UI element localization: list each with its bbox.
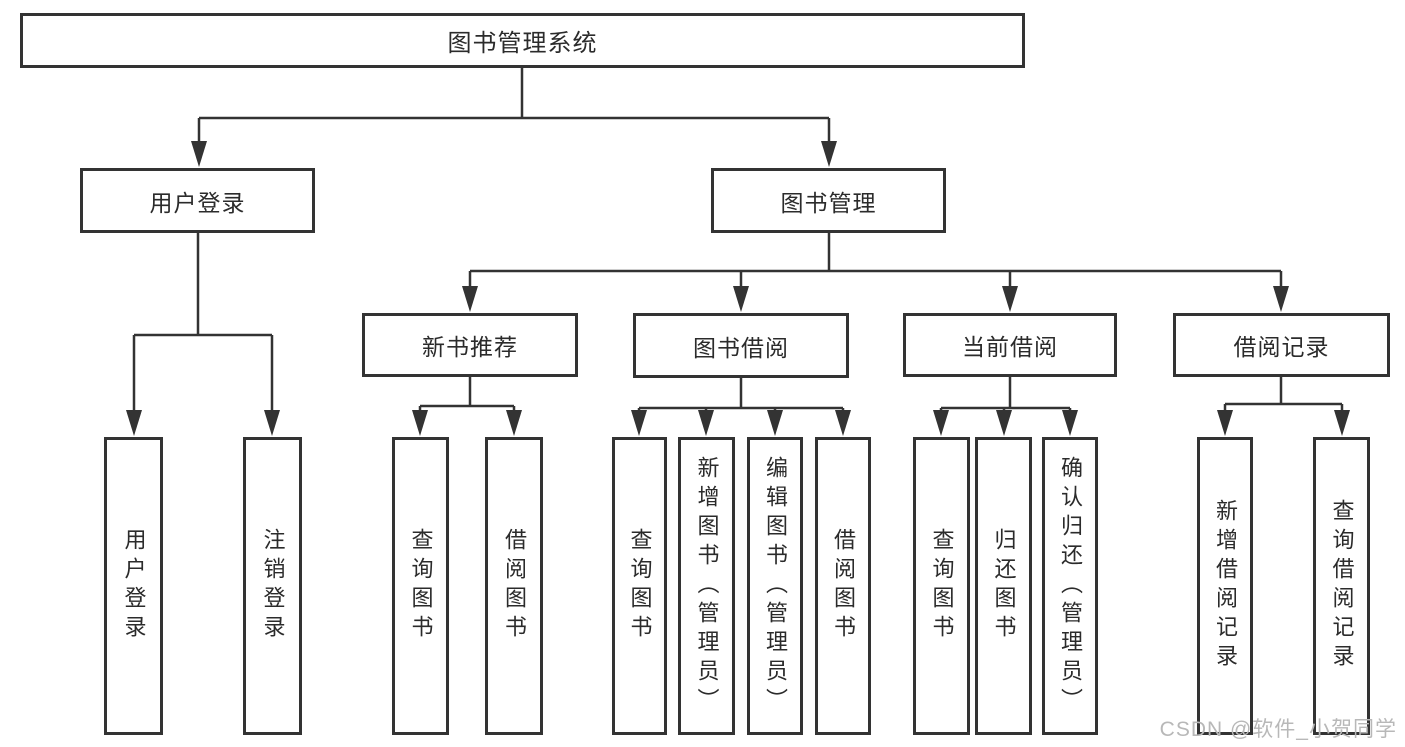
- leaf-current-confirm-return-admin: 确认归还（管理员）: [1042, 437, 1098, 735]
- leaf-borrow-edit-books-admin: 编辑图书（管理员）: [747, 437, 803, 735]
- leaf-logout: 注销登录: [243, 437, 302, 735]
- node-label: 借阅记录: [1233, 334, 1330, 360]
- leaf-borrow-add-books-admin: 新增图书（管理员）: [678, 437, 735, 735]
- node-label: 注销登录: [260, 528, 286, 644]
- leaf-recommend-query-books: 查询图书: [392, 437, 449, 735]
- node-label: 用户登录: [149, 189, 246, 216]
- node-label: 用户登录: [121, 528, 147, 644]
- node-label: 归还图书: [991, 528, 1017, 644]
- node-label: 当前借阅: [962, 334, 1058, 360]
- node-label: 查询图书: [408, 528, 434, 644]
- watermark: CSDN @软件_小贺同学: [1159, 718, 1397, 741]
- node-user-login: 用户登录: [80, 168, 315, 233]
- node-label: 查询图书: [929, 528, 955, 644]
- node-label: 确认归还（管理员）: [1058, 455, 1083, 717]
- leaf-borrow-query-books: 查询图书: [612, 437, 667, 735]
- node-label: 新书推荐: [422, 334, 518, 360]
- node-label: 查询图书: [627, 528, 653, 644]
- node-label: 查询借阅记录: [1329, 499, 1355, 673]
- leaf-records-query-record: 查询借阅记录: [1313, 437, 1370, 735]
- node-label: 借阅图书: [831, 528, 856, 644]
- node-label: 图书借阅: [693, 334, 789, 361]
- node-label: 图书管理系统: [447, 30, 598, 57]
- node-new-book-recommend: 新书推荐: [362, 313, 578, 377]
- leaf-current-query-books: 查询图书: [913, 437, 970, 735]
- leaf-recommend-borrow-books: 借阅图书: [485, 437, 543, 735]
- node-borrow-records: 借阅记录: [1173, 313, 1390, 377]
- node-book-management: 图书管理: [711, 168, 946, 233]
- leaf-user-login: 用户登录: [104, 437, 163, 735]
- arrowheads: [126, 141, 1350, 436]
- leaf-records-add-record: 新增借阅记录: [1197, 437, 1253, 735]
- leaf-borrow-borrow-books: 借阅图书: [815, 437, 871, 735]
- node-label: 借阅图书: [502, 528, 527, 644]
- node-label: 图书管理: [780, 189, 877, 216]
- node-label: 新增图书（管理员）: [694, 455, 720, 717]
- node-library-management-system: 图书管理系统: [20, 13, 1025, 68]
- leaf-current-return-books: 归还图书: [975, 437, 1032, 735]
- node-current-borrow: 当前借阅: [903, 313, 1117, 377]
- node-book-borrow: 图书借阅: [633, 313, 849, 378]
- node-label: 新增借阅记录: [1213, 499, 1238, 673]
- node-label: 编辑图书（管理员）: [763, 455, 788, 717]
